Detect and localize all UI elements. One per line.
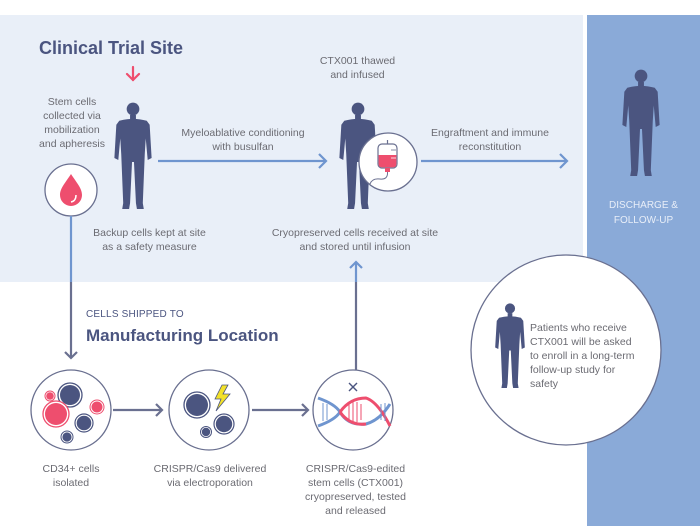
arrow-isolated-to-electroporation: [113, 403, 164, 417]
manufacturing-kicker: CELLS SHIPPED TO: [86, 309, 184, 320]
arrow-return-to-site: [349, 260, 363, 372]
blood-drop-icon: [44, 163, 98, 217]
clinical-trial-site-panel: [0, 15, 583, 282]
arrow-ship-to-manufacturing: [64, 216, 78, 360]
discharge-label: DISCHARGE & FOLLOW-UP: [609, 200, 678, 226]
step-conditioning-label: Myeloablative conditioning with busulfan: [181, 127, 305, 153]
cells-icon: [30, 369, 112, 451]
down-arrow-icon: [125, 65, 141, 82]
lightning-bolt-icon: [214, 384, 231, 412]
patient-figure-1: [114, 102, 152, 209]
step-backup-label: Backup cells kept at site as a safety me…: [93, 227, 206, 253]
patient-figure-3: [622, 69, 660, 176]
followup-circle: [470, 254, 662, 446]
arrow-conditioning: [158, 153, 328, 169]
step-infusion-label: CTX001 thawed and infused: [319, 55, 396, 81]
followup-note: Patients who receive CTX001 will be aske…: [530, 322, 635, 390]
dna-edit-icon: [312, 369, 394, 451]
step-delivered-label: CRISPR/Cas9 delivered via electroporatio…: [153, 463, 267, 489]
step-collection-label: Stem cells collected via mobilization an…: [39, 96, 105, 150]
step-isolated-label: CD34+ cells isolated: [42, 463, 100, 489]
manufacturing-title: Manufacturing Location: [86, 326, 279, 345]
iv-bag-icon: [358, 132, 418, 192]
arrow-electroporation-to-edited: [252, 403, 310, 417]
step-received-label: Cryopreserved cells received at site and…: [271, 227, 439, 253]
step-engraftment-label: Engraftment and immune reconstitution: [431, 127, 549, 153]
arrow-engraftment: [421, 153, 569, 169]
step-edited-label: CRISPR/Cas9-edited stem cells (CTX001) c…: [305, 463, 406, 517]
clinical-site-title: Clinical Trial Site: [39, 38, 184, 58]
electroporation-icon: [168, 369, 250, 451]
